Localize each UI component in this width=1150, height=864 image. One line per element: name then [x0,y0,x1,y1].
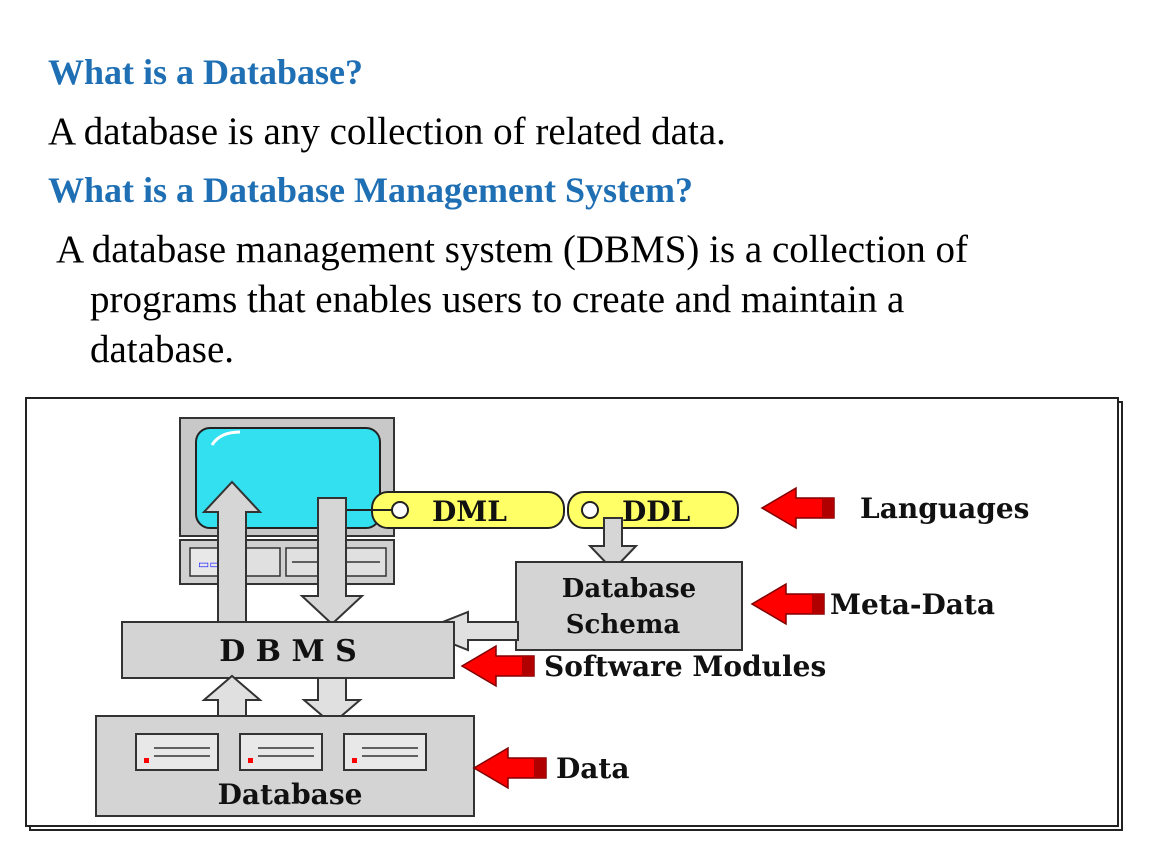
definition-dbms-line1: A database management system (DBMS) is a… [56,228,968,271]
database-schema-box: Database Schema [515,561,743,651]
heading-what-is-database: What is a Database? [48,52,364,92]
definition-database: A database is any collection of related … [48,110,726,153]
ddl-text: DDL [622,495,691,528]
heading-what-is-dbms: What is a Database Management System? [48,170,693,210]
disk-icon [239,733,323,771]
svg-text:▭▭: ▭▭ [198,557,221,571]
arrow-monitor-to-dbms [299,497,365,626]
database-text: Database [218,778,363,811]
definition-dbms-line3: database. [90,328,235,371]
dml-label: DML [371,491,565,529]
disk-icon [135,733,219,771]
database-box: Database [95,715,475,817]
schema-text-line2: Schema [566,610,681,640]
ddl-label: DDL [567,491,739,529]
languages-label: Languages [860,492,1029,525]
arrow-ddl-to-schema [587,517,639,572]
dbms-text: D B M S [219,634,357,669]
definition-dbms-line2: programs that enables users to create an… [90,278,905,321]
data-label: Data [556,752,630,785]
dbms-box: D B M S [121,621,455,679]
arrow-dbms-to-database [301,677,363,726]
disk-icon [343,733,427,771]
monitor-icon: ▭▭ [179,417,395,585]
dml-text: DML [432,495,507,528]
arrow-dbms-to-monitor [201,480,263,623]
meta-data-label: Meta-Data [830,588,995,621]
software-modules-label: Software Modules [544,650,826,683]
schema-text-line1: Database [562,574,696,604]
